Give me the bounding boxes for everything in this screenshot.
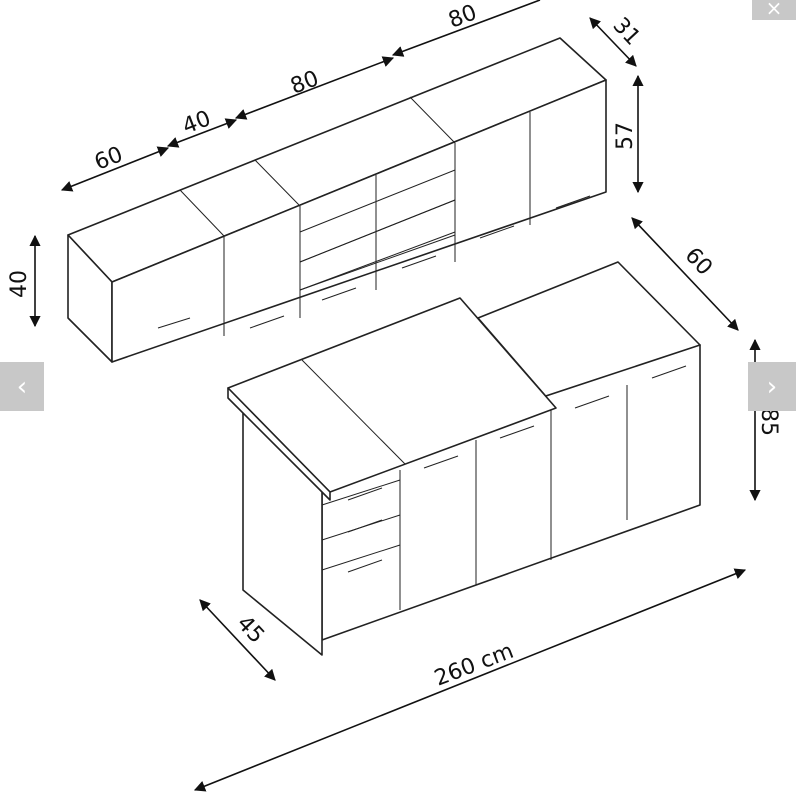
dim-total-width: 260 cm: [431, 639, 517, 692]
dim-upper-left: 60: [91, 142, 126, 175]
dim-upper-left-height: 40: [7, 270, 32, 298]
prev-image-button[interactable]: ‹: [0, 362, 44, 411]
chevron-left-icon: ‹: [16, 371, 28, 402]
close-button[interactable]: ×: [752, 0, 796, 20]
next-image-button[interactable]: ›: [748, 362, 796, 411]
lower-cabinets: [227, 261, 701, 656]
dim-upper-depth: 31: [608, 13, 645, 51]
upper-cabinets: [67, 37, 607, 363]
chevron-right-icon: ›: [766, 371, 778, 402]
dim-upper-mid: 80: [287, 66, 322, 99]
dim-upper-height: 57: [613, 122, 638, 150]
dim-lower-height: 85: [756, 408, 781, 436]
dimension-lines: [29, 0, 761, 792]
dim-upper-right: 80: [445, 0, 480, 33]
close-icon: ×: [765, 0, 783, 20]
dim-upper-small: 40: [179, 106, 214, 139]
dim-island-depth: 45: [232, 611, 269, 649]
